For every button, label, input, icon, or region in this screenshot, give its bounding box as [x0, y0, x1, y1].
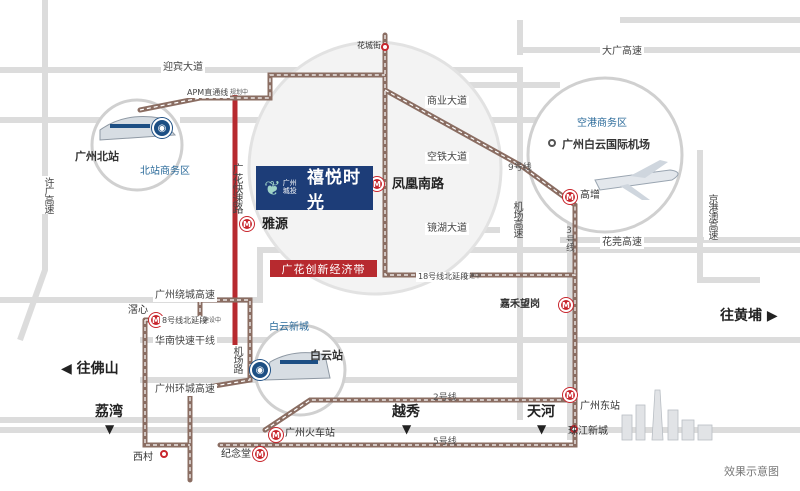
yuexiu-arrow-icon: ▼ — [402, 422, 412, 436]
road-apm: APM直通线 — [185, 88, 231, 98]
road-jinghu: 镜湖大道 — [425, 223, 469, 235]
area-airport-biz: 空港商务区 — [577, 118, 627, 129]
jinian-metro-icon: M — [253, 447, 267, 461]
project-logo: ❦ 广州城投 禧悦时光 — [256, 166, 373, 213]
district-liwan: 荔湾 — [95, 404, 123, 420]
jiahe-metro-icon: M — [559, 298, 573, 312]
station-baiyun: 白云站 — [310, 349, 343, 362]
brand-name: 广州城投 — [282, 179, 297, 195]
huoche-metro-icon: M — [269, 428, 283, 442]
station-north: 广州北站 — [75, 150, 119, 163]
station-zhujiang: 珠江新城 — [568, 426, 608, 437]
east-metro-icon: M — [563, 388, 577, 402]
huacheng-station-marker — [381, 43, 389, 51]
leaf-logo-icon: ❦ — [264, 176, 281, 200]
baiyun-station-train — [264, 352, 331, 381]
tianhe-arrow-icon: ▼ — [537, 422, 547, 436]
road-yingbin: 迎宾大道 — [161, 62, 205, 74]
gaozeng-metro-icon: M — [563, 190, 577, 204]
road-line8-note: 建设中 — [203, 317, 222, 324]
road-huanan: 华南快速干线 — [153, 336, 217, 348]
innovation-belt-label: 广花创新经济带 — [270, 260, 377, 277]
road-airport: 机场路 — [229, 345, 243, 374]
station-gaozeng: 高增 — [580, 190, 600, 201]
metro-lines-dash — [139, 35, 576, 480]
airport-marker — [548, 139, 556, 147]
station-xicun: 西村 — [133, 452, 153, 463]
road-dagang: 大广高速 — [600, 46, 644, 58]
skyline-illustration — [621, 389, 713, 441]
station-xiaojiao: 滘心 — [128, 305, 148, 316]
station-fenghuang: 凤凰南路 — [392, 177, 445, 192]
road-line18: 18号线北延段 — [416, 272, 471, 282]
road-shangye: 商业大道 — [425, 96, 469, 108]
footer-note: 效果示意图 — [724, 465, 779, 478]
road-huaguan: 花莞高速 — [600, 237, 644, 249]
road-line8: 8号线北延段 — [160, 316, 210, 326]
station-huoche: 广州火车站 — [285, 428, 335, 439]
road-huancheng: 广州环城高速 — [153, 384, 217, 396]
station-huacheng: 花城街 — [357, 41, 381, 50]
xicun-station-marker — [160, 450, 168, 458]
road-raocheng: 广州绕城高速 — [153, 290, 217, 302]
north-rail-icon: ◉ — [152, 118, 172, 138]
station-yayuan: 雅源 — [262, 217, 289, 232]
road-konggang: 空铁大道 — [425, 152, 469, 164]
road-line3: 3号线 — [564, 226, 574, 251]
road-apm-note: 规划中 — [230, 89, 249, 96]
district-yuexiu: 越秀 — [392, 404, 420, 420]
direction-foshan-label: 往佛山 — [76, 361, 119, 377]
liwan-arrow-icon: ▼ — [105, 422, 115, 436]
road-line2: 2号线 — [433, 393, 457, 403]
road-jinggang: 京港澳高速 — [704, 193, 718, 240]
area-baiyun-new: 白云新城 — [269, 322, 309, 333]
area-north-biz: 北站商务区 — [140, 166, 190, 177]
station-jinian: 纪念堂 — [221, 449, 251, 460]
station-east: 广州东站 — [580, 401, 620, 412]
road-line18-note: 在建中 — [463, 273, 482, 280]
airplane-illustration — [594, 160, 679, 200]
road-guanghua: 广花快速路 — [231, 163, 244, 213]
direction-huangpu-label: 往黄埔 — [720, 308, 762, 324]
zhujiang-station-marker — [570, 425, 578, 433]
direction-huangpu: 往黄埔 ▶ — [720, 308, 778, 324]
station-jiahe: 嘉禾望岗 — [500, 299, 540, 310]
baiyun-rail-icon: ◉ — [250, 360, 270, 380]
road-xuguang: 许广高速 — [40, 176, 54, 214]
district-tianhe: 天河 — [527, 404, 555, 420]
area-airport: 广州白云国际机场 — [562, 138, 650, 151]
road-line5: 5号线 — [433, 437, 457, 447]
direction-foshan: ◀ 往佛山 — [61, 361, 119, 377]
yayuan-metro-icon: M — [240, 217, 254, 231]
road-line9: 9号线 — [508, 163, 532, 173]
road-jichang-gaosu: 机场高速 — [511, 201, 522, 237]
airport-circle — [526, 76, 684, 234]
project-name: 禧悦时光 — [306, 168, 361, 213]
